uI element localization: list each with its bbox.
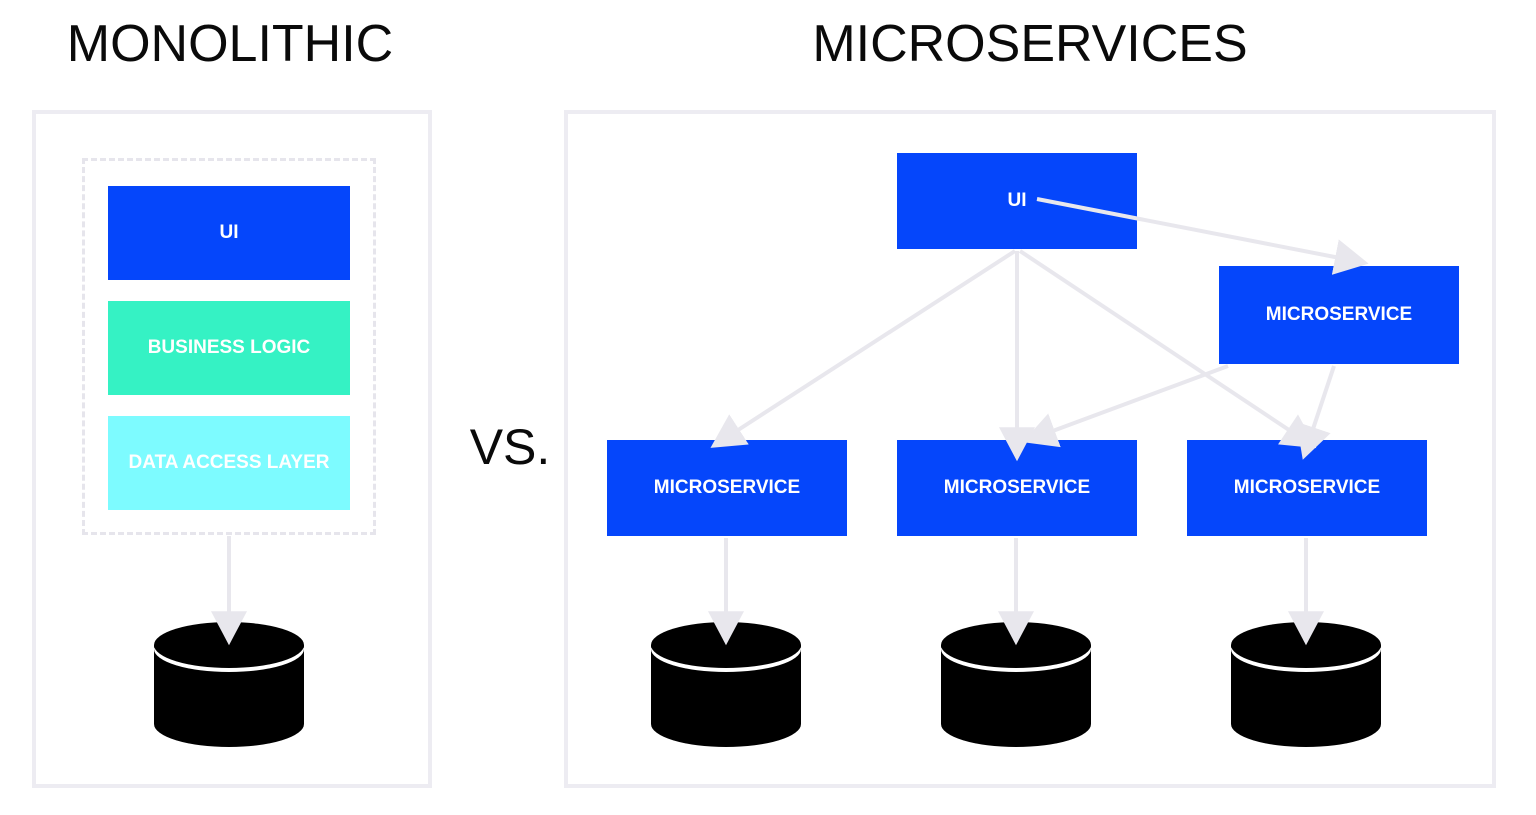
- database-icon-2: [941, 622, 1091, 747]
- monolith-layer-data-access[interactable]: DATA ACCESS LAYER: [108, 416, 350, 510]
- monolith-application-boundary: [82, 158, 376, 535]
- microservice-box-right[interactable]: MICROSERVICE: [1219, 266, 1459, 364]
- monolithic-title: MONOLITHIC: [66, 15, 394, 73]
- microservices-title: MICROSERVICES: [812, 15, 1248, 73]
- database-icon-3: [1231, 622, 1381, 747]
- microservices-ui-box[interactable]: UI: [897, 153, 1137, 249]
- microservice-box-1[interactable]: MICROSERVICE: [607, 440, 847, 536]
- microservice-box-2[interactable]: MICROSERVICE: [897, 440, 1137, 536]
- monolith-layer-business-logic[interactable]: BUSINESS LOGIC: [108, 301, 350, 395]
- microservice-box-3[interactable]: MICROSERVICE: [1187, 440, 1427, 536]
- database-icon-monolith: [154, 622, 304, 747]
- versus-label: VS.: [469, 419, 551, 475]
- monolith-layer-ui[interactable]: UI: [108, 186, 350, 280]
- database-icon-1: [651, 622, 801, 747]
